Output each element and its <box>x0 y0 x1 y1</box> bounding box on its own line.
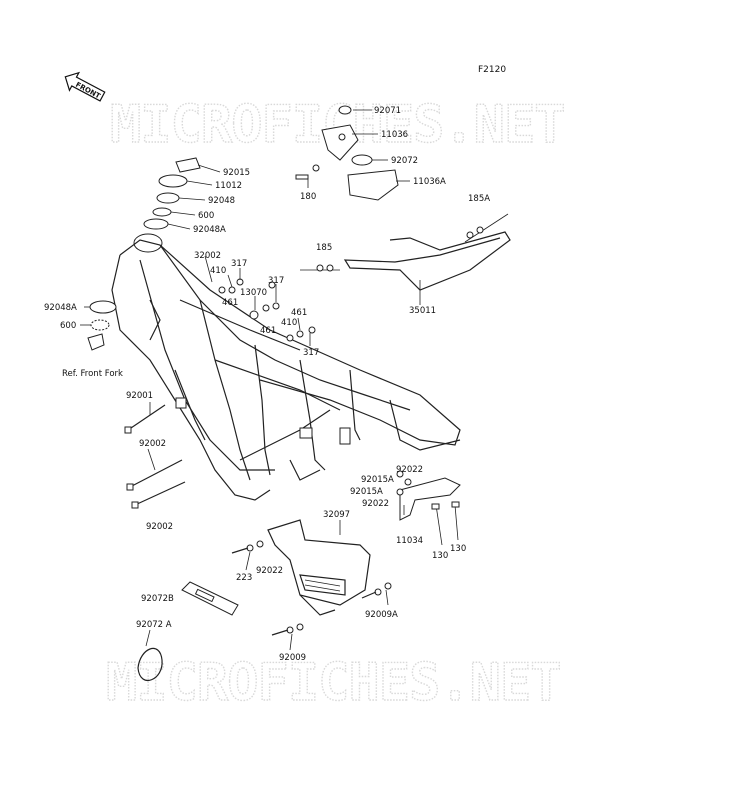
steering-stack-group <box>143 157 221 230</box>
front-fork-note: Ref. Front Fork <box>62 369 123 379</box>
part-label-600-side: 600 <box>60 321 76 331</box>
part-label-11012: 11012 <box>215 181 242 191</box>
part-label-92009: 92009 <box>279 653 306 663</box>
part-label-317-c: 317 <box>303 348 319 358</box>
frame-hardware <box>218 278 316 342</box>
fork-washer-group <box>80 300 117 351</box>
figure-code: F2120 <box>478 65 506 75</box>
leader-lines <box>204 255 405 651</box>
part-label-92001: 92001 <box>126 391 153 401</box>
part-label-92015: 92015 <box>223 168 250 178</box>
part-label-13070: 13070 <box>240 288 267 298</box>
part-label-11036A: 11036A <box>413 177 446 187</box>
watermark-bottom: MICROFICHES.NET <box>106 653 561 713</box>
part-label-130-b: 130 <box>450 544 466 554</box>
part-label-35011: 35011 <box>409 306 436 316</box>
part-label-461-a: 461 <box>222 298 238 308</box>
part-label-180: 180 <box>300 192 316 202</box>
part-label-410-b: 410 <box>281 318 297 328</box>
part-label-92048: 92048 <box>208 196 235 206</box>
part-label-32002: 32002 <box>194 251 221 261</box>
part-label-32097: 32097 <box>323 510 350 520</box>
side-bracket-group <box>396 470 461 546</box>
strap-group <box>137 581 239 681</box>
part-label-317-b: 317 <box>268 276 284 286</box>
part-label-223: 223 <box>236 573 252 583</box>
part-label-185: 185 <box>316 243 332 253</box>
part-label-11036: 11036 <box>381 130 408 140</box>
part-label-92072: 92072 <box>391 156 418 166</box>
part-label-461-b: 461 <box>291 308 307 318</box>
part-label-92009A: 92009A <box>365 610 398 620</box>
part-label-600-top: 600 <box>198 211 214 221</box>
part-label-92022-a: 92022 <box>396 465 423 475</box>
part-label-130-a: 130 <box>432 551 448 561</box>
part-labels: 92071 11036 92072 11036A 180 92015 11012… <box>44 106 490 663</box>
part-label-11034: 11034 <box>396 536 423 546</box>
part-label-92072A: 92072 A <box>136 620 172 630</box>
front-arrow-icon: FRONT <box>64 71 106 102</box>
part-label-92071: 92071 <box>374 106 401 116</box>
part-label-92048A-side: 92048A <box>44 303 77 313</box>
battery-case-group <box>231 519 392 636</box>
part-label-92048A-top: 92048A <box>193 225 226 235</box>
part-label-92002-a: 92002 <box>139 439 166 449</box>
rear-stay-group <box>300 213 511 305</box>
part-label-92072B: 92072B <box>141 594 174 604</box>
part-label-92022-b: 92022 <box>362 499 389 509</box>
main-frame <box>111 233 461 501</box>
part-label-410-a: 410 <box>210 266 226 276</box>
part-label-317-a: 317 <box>231 259 247 269</box>
part-label-92002-b: 92002 <box>146 522 173 532</box>
part-label-461-c: 461 <box>260 326 276 336</box>
bolts-group <box>124 402 186 509</box>
upper-bracket-group <box>295 105 410 201</box>
part-label-92015A-1: 92015A <box>361 475 394 485</box>
part-label-92015A-2: 92015A <box>350 487 383 497</box>
part-label-185A: 185A <box>468 194 490 204</box>
part-label-92022-c: 92022 <box>256 566 283 576</box>
